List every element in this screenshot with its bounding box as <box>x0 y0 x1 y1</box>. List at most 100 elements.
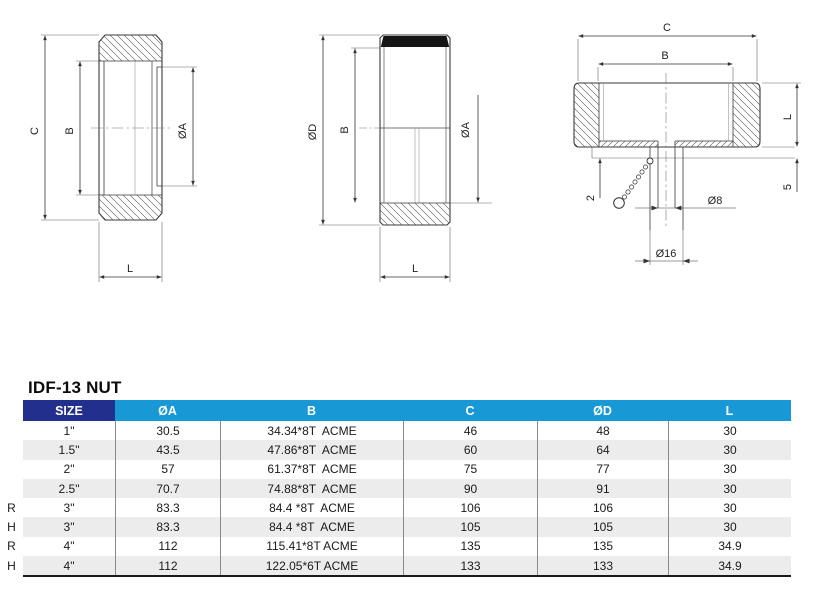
cell-c: 90 <box>403 478 537 499</box>
dim-label-c: C <box>29 127 41 135</box>
table-row: H 4" 112 122.05*6T ACME 133 133 34.9 <box>0 556 791 576</box>
table-bottom-border <box>23 575 791 578</box>
dim-label-oa: ØA <box>177 122 189 139</box>
cell-size: 4" <box>23 556 115 576</box>
dim-label-l: L <box>127 263 133 275</box>
cell-od: 135 <box>537 536 668 557</box>
dimension-lines <box>321 35 480 279</box>
nut-body-outline <box>98 34 163 221</box>
row-prefix-label: H <box>7 520 16 535</box>
dim-label-2: 2 <box>585 195 597 201</box>
row-prefix-label: H <box>7 558 16 573</box>
section-view-side: ØD B ØA L <box>307 34 492 282</box>
cell-c: 105 <box>403 517 537 537</box>
header-size: SIZE <box>23 400 115 421</box>
table-row: 2.5" 70.7 74.88*8T ACME 90 91 30 <box>0 478 791 499</box>
cell-c: 60 <box>403 440 537 460</box>
header-l: L <box>668 400 791 421</box>
cell-l: 30 <box>668 498 791 518</box>
cell-b: 47.86*8T ACME <box>220 440 403 460</box>
cell-oa: 83.3 <box>115 498 220 518</box>
cell-b: 84.4 *8T ACME <box>220 517 403 537</box>
inner-bore-lines <box>99 60 162 196</box>
cell-b: 84.4 *8T ACME <box>220 498 403 518</box>
cell-od: 133 <box>537 556 668 576</box>
cell-size: 3" <box>23 517 115 537</box>
dim-label-b: B <box>661 50 668 62</box>
dim-label-5: 5 <box>782 184 794 190</box>
cell-c: 75 <box>403 459 537 479</box>
cell-od: 106 <box>537 498 668 518</box>
table-row: R 4" 112 115.41*8T ACME 135 135 34.9 <box>0 536 791 557</box>
hatched-web-right <box>675 141 733 147</box>
cell-l: 34.9 <box>668 536 791 557</box>
cell-oa: 83.3 <box>115 517 220 537</box>
dim-label-oa: ØA <box>460 121 472 138</box>
cell-l: 30 <box>668 478 791 499</box>
hatched-section-top <box>99 35 162 61</box>
dim-label-b: B <box>339 126 351 133</box>
cell-b: 34.34*8T ACME <box>220 421 403 441</box>
cell-od: 77 <box>537 459 668 479</box>
cell-l: 34.9 <box>668 556 791 576</box>
row-prefix-label <box>0 421 23 440</box>
table-body: 1" 30.5 34.34*8T ACME 46 48 30 1.5" 43.5… <box>0 421 791 576</box>
table-row: 2" 57 61.37*8T ACME 75 77 30 <box>0 459 791 479</box>
cell-size: 2.5" <box>23 478 115 499</box>
cell-od: 105 <box>537 517 668 537</box>
section-view-top-with-plug-chain: C B L 5 2 Ø8 Ø16 <box>573 22 801 265</box>
cell-b: 122.05*6T ACME <box>220 556 403 576</box>
cell-c: 135 <box>403 536 537 557</box>
cell-oa: 57 <box>115 459 220 479</box>
knurled-band <box>380 36 450 47</box>
cell-size: 1.5" <box>23 440 115 460</box>
cell-oa: 43.5 <box>115 440 220 460</box>
cell-l: 30 <box>668 517 791 537</box>
dimension-lines <box>43 35 195 279</box>
dim-label-od: ØD <box>307 124 319 141</box>
table-row: R 3" 83.3 84.4 *8T ACME 106 106 30 <box>0 498 791 518</box>
extension-lines <box>577 39 801 265</box>
cell-l: 30 <box>668 440 791 460</box>
cell-c: 133 <box>403 556 537 576</box>
table-row: 1" 30.5 34.34*8T ACME 46 48 30 <box>0 421 791 441</box>
cell-oa: 112 <box>115 536 220 557</box>
cell-b: 61.37*8T ACME <box>220 459 403 479</box>
header-spacer <box>0 400 23 421</box>
cell-oa: 70.7 <box>115 478 220 499</box>
table-header-row: SIZE ØA B C ØD L <box>0 400 791 421</box>
hatched-wall-right <box>733 83 760 147</box>
hatched-section-bottom <box>99 195 162 220</box>
plug-ball <box>613 197 625 209</box>
table-row: 1.5" 43.5 47.86*8T ACME 60 64 30 <box>0 440 791 460</box>
dim-label-c: C <box>663 22 671 34</box>
cell-c: 106 <box>403 498 537 518</box>
page-title: IDF-13 NUT <box>28 378 122 397</box>
dim-label-d8: Ø8 <box>708 195 723 207</box>
cell-b: 115.41*8T ACME <box>220 536 403 557</box>
header-od: ØD <box>537 400 668 421</box>
dimension-lines <box>578 34 799 262</box>
header-oa: ØA <box>115 400 220 421</box>
dim-label-b: B <box>64 127 76 134</box>
cell-c: 46 <box>403 421 537 441</box>
header-b: B <box>220 400 403 421</box>
extension-lines <box>41 34 197 282</box>
row-prefix-label: R <box>7 539 16 554</box>
row-prefix-label <box>0 479 23 498</box>
cell-l: 30 <box>668 459 791 479</box>
hatched-web-left <box>599 141 658 147</box>
header-c: C <box>403 400 537 421</box>
nut-body-outline <box>573 82 761 148</box>
dim-label-d16: Ø16 <box>656 248 677 260</box>
dim-label-l: L <box>412 263 418 275</box>
cell-oa: 30.5 <box>115 421 220 441</box>
cell-oa: 112 <box>115 556 220 576</box>
cell-od: 64 <box>537 440 668 460</box>
cell-size: 2" <box>63 462 75 477</box>
hatched-wall-left <box>574 83 599 147</box>
cell-size: 4" <box>63 539 75 554</box>
row-prefix-label <box>0 440 23 459</box>
arrowheads <box>643 205 690 264</box>
section-view-front: C B ØA L <box>29 34 197 282</box>
